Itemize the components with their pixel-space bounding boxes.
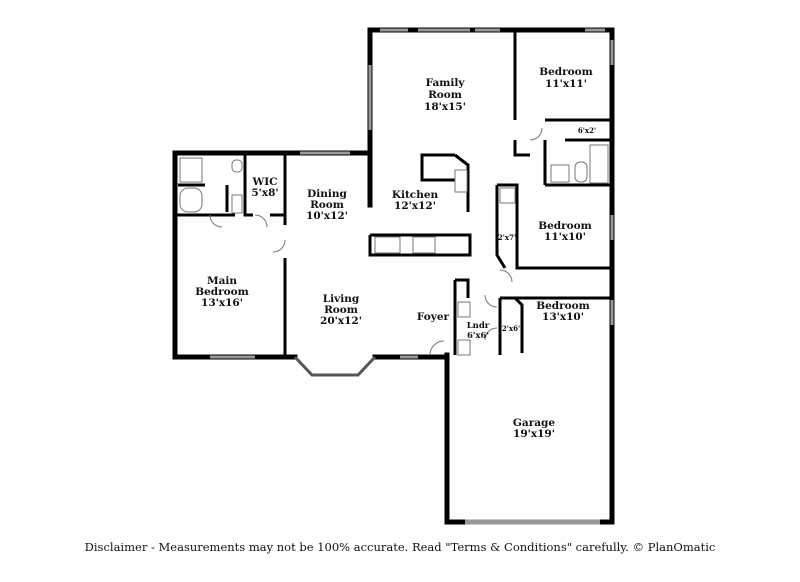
room-size: 18'x15' (424, 101, 466, 113)
room-size: 11'x10' (544, 231, 586, 243)
room-bedroom-e: Bedroom 11'x10' (538, 220, 592, 243)
room-size: 10'x12' (306, 210, 348, 222)
room-name: WIC (251, 176, 277, 188)
room-kitchen: Kitchen 12'x12' (392, 189, 439, 212)
interior-walls (177, 30, 612, 357)
room-name: Main (207, 275, 237, 287)
room-laundry: Lndr 6'x6' (467, 321, 490, 341)
room-name: Bedroom (536, 300, 590, 312)
closet-se-size: 2'x6' (502, 324, 520, 333)
room-size: 12'x12' (394, 200, 436, 212)
room-name: Living (323, 293, 360, 305)
room-size: 11'x11' (545, 78, 587, 90)
room-name: Kitchen (392, 189, 439, 201)
room-name: Lndr (467, 321, 490, 331)
room-living-room: Living Room 20'x12' (320, 293, 362, 327)
room-dining-room: Dining Room 10'x12' (306, 188, 348, 222)
room-size: 20'x12' (320, 315, 362, 327)
room-size: 6'x6' (467, 331, 489, 341)
room-name: Room (428, 89, 462, 101)
windows (210, 28, 614, 525)
bay-window (293, 355, 377, 377)
room-name: Family (426, 77, 466, 89)
fixtures (179, 127, 609, 356)
room-name: Dining (307, 188, 347, 200)
room-size: 19'x19' (513, 428, 555, 440)
room-size: 13'x10' (542, 311, 584, 323)
room-name: Bedroom (539, 66, 593, 78)
room-garage: Garage 19'x19' (513, 417, 555, 440)
room-name: Bedroom (538, 220, 592, 232)
room-foyer: Foyer (417, 311, 450, 323)
room-name: Room (324, 304, 358, 316)
disclaimer: Disclaimer - Measurements may not be 100… (84, 540, 716, 554)
room-bedroom-ne: Bedroom 11'x11' (539, 66, 593, 90)
room-family-room: Family Room 18'x15' (424, 77, 466, 113)
closet-ne-size: 6'x2' (578, 126, 596, 135)
room-name: Bedroom (195, 286, 249, 298)
room-bedroom-se: Bedroom 13'x10' (536, 300, 590, 323)
room-size: 5'x8' (251, 187, 278, 199)
room-name: Garage (513, 417, 555, 429)
room-wic: WIC 5'x8' (251, 176, 278, 199)
exterior-walls (172, 27, 615, 525)
closet-e-size: 2'x7' (498, 233, 516, 242)
room-size: 13'x16' (201, 297, 243, 309)
room-name: Room (310, 199, 344, 211)
room-main-bedroom: Main Bedroom 13'x16' (195, 275, 249, 309)
